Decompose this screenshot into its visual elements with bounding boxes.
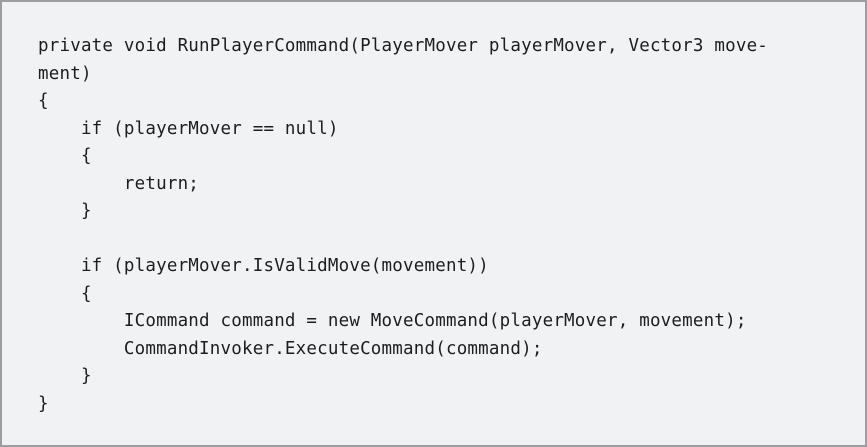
code-content: private void RunPlayerCommand(PlayerMove… — [38, 36, 769, 414]
